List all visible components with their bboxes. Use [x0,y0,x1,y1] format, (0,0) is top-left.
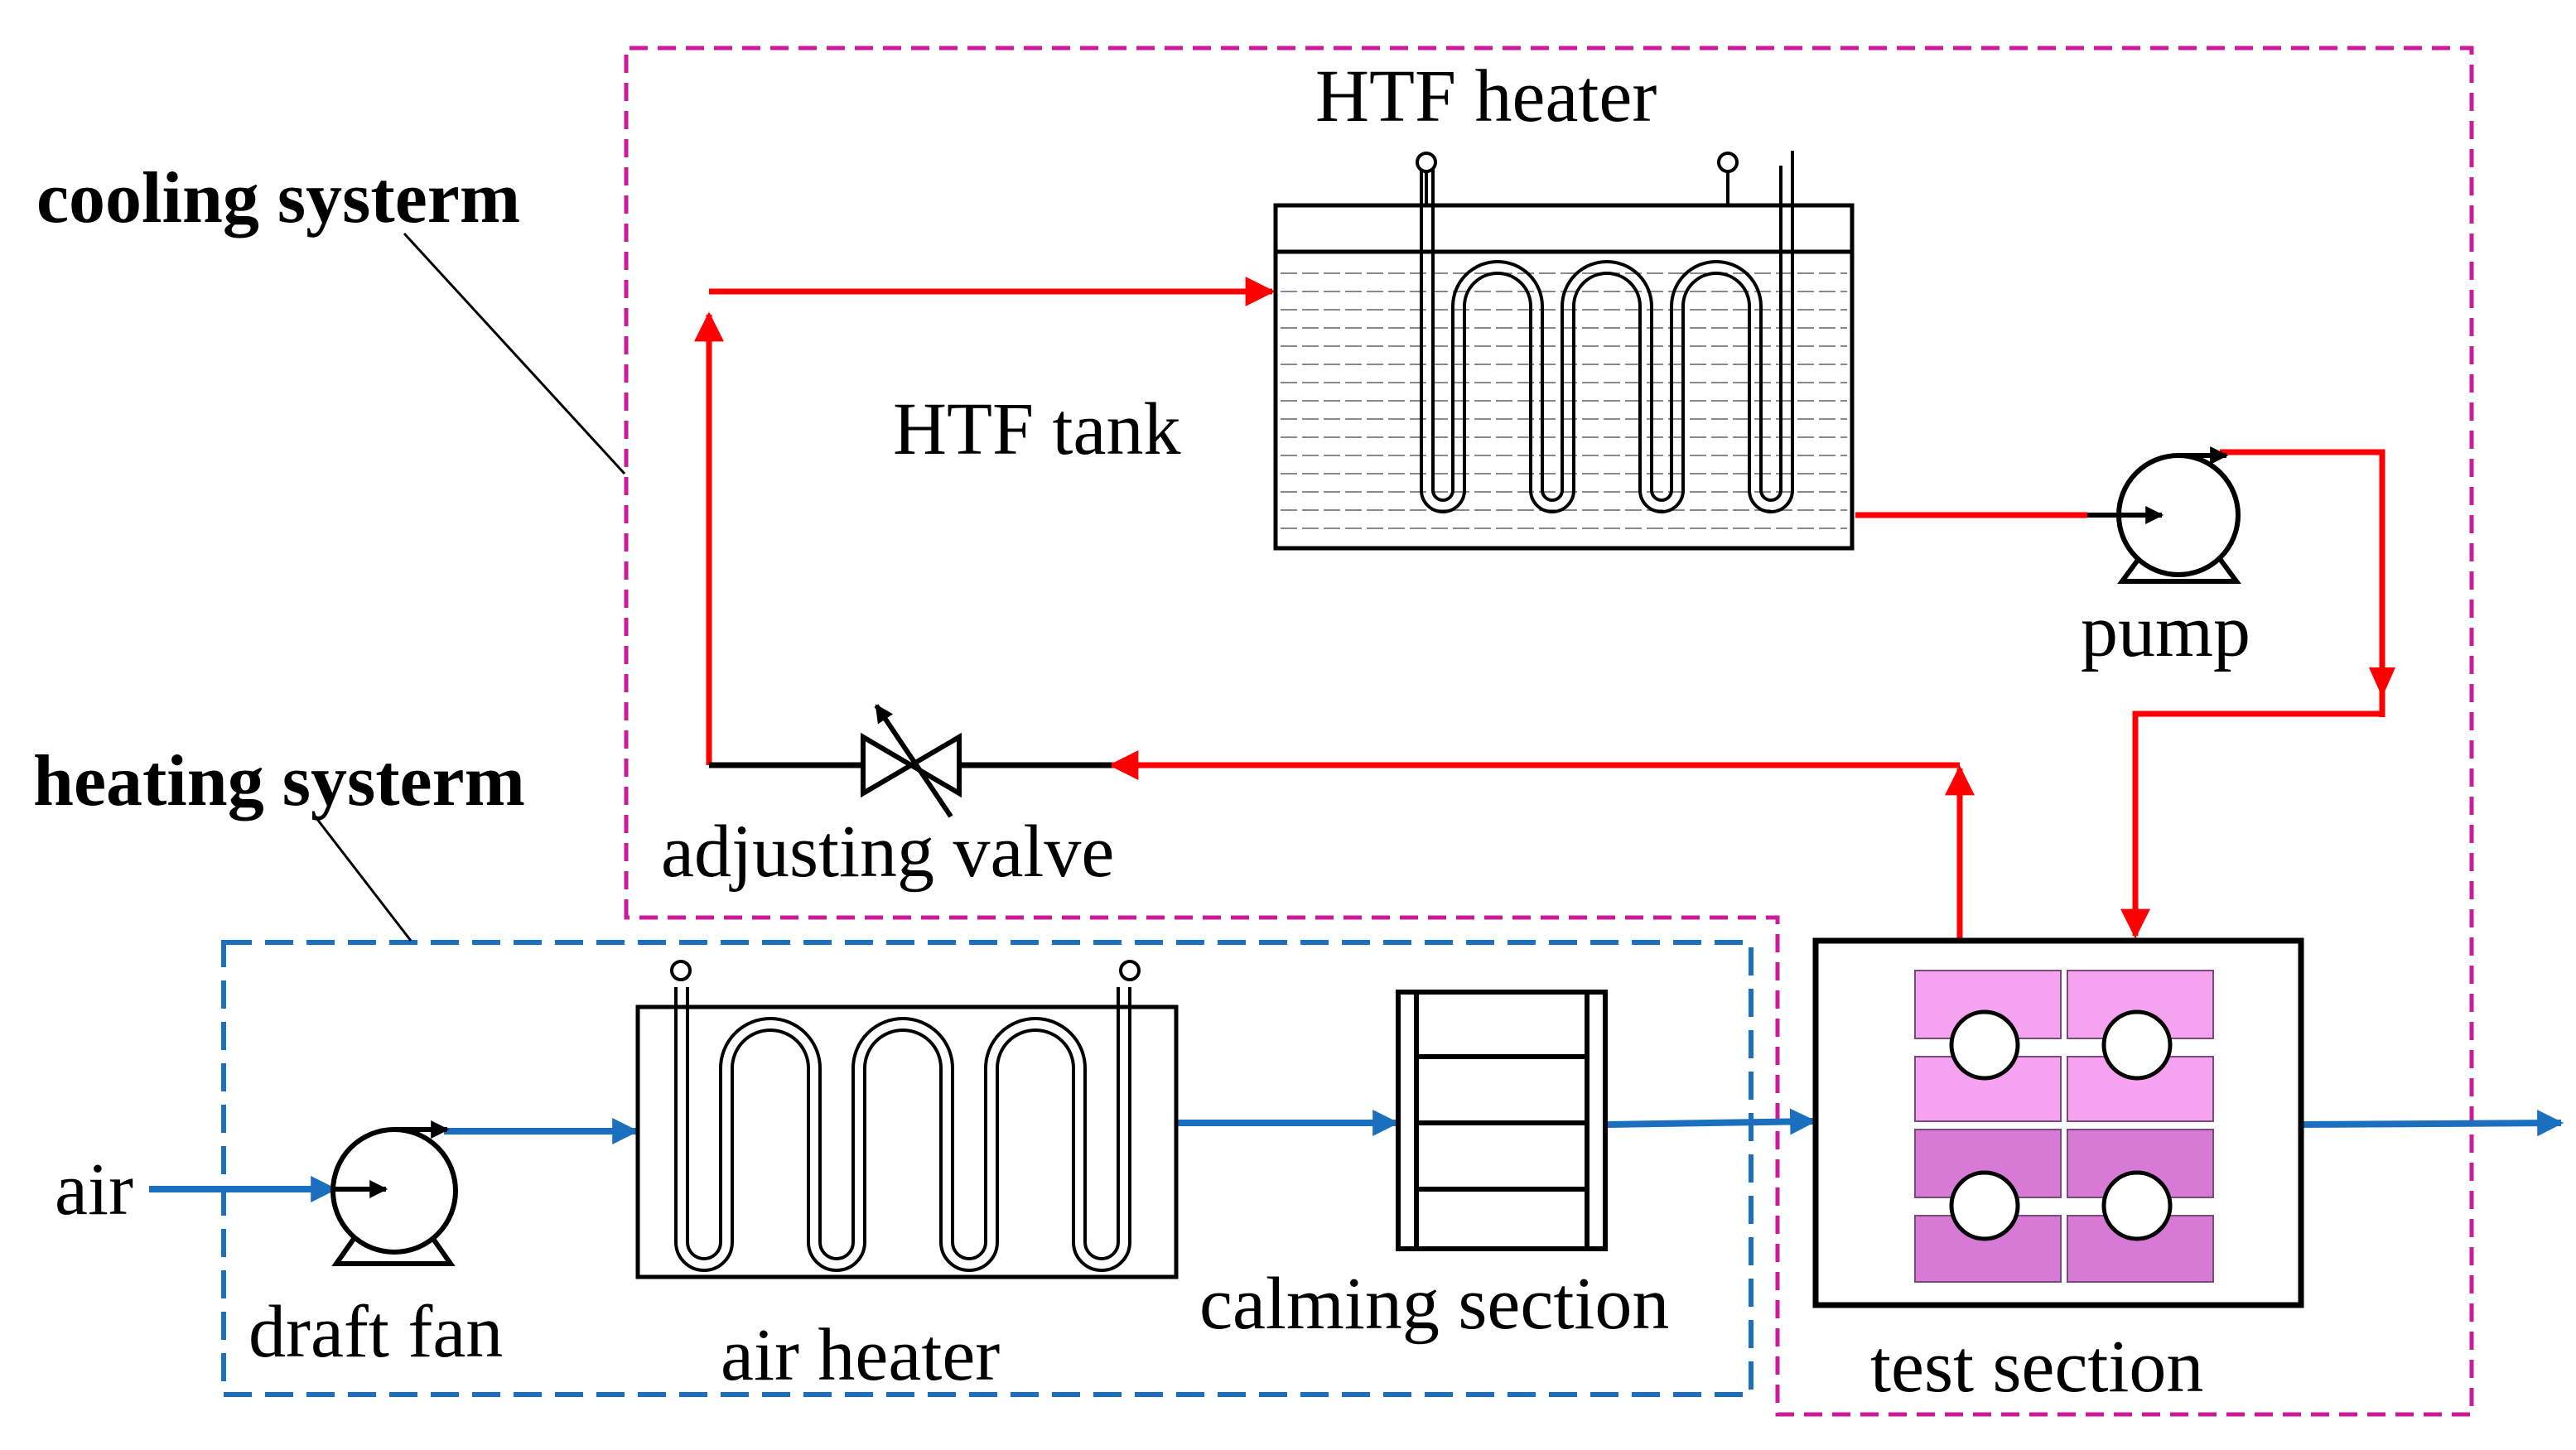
heating-system-boundary [221,940,1754,1397]
adjusting-valve-label: adjusting valve [661,811,1114,893]
draft-fan-label: draft fan [248,1291,503,1373]
air-flow-piping [149,1108,2564,1202]
valve-icon [861,704,962,818]
cooling-system-label: cooling systerm [36,158,520,238]
heater-coil-icon [1416,151,1794,513]
air-heater-label: air heater [721,1314,1000,1396]
test-section-label: test section [1870,1326,2203,1408]
calming-section-label: calming section [1199,1263,1669,1345]
calming-section-icon [1396,990,1608,1251]
htf-heater-label: HTF heater [1315,55,1657,137]
cooling-system-boundary [624,46,2474,1417]
heating-system-label: heating systerm [33,741,525,821]
air-label: air [55,1149,133,1231]
heater-coil-icon [670,960,1141,1272]
fan-icon [330,1120,458,1266]
htf-loop-piping [694,277,2385,941]
htf-tank-label: HTF tank [893,388,1180,470]
heating-label-leader [315,817,412,942]
test-tubes [1949,1009,2173,1241]
pump-icon [2087,446,2241,584]
cooling-label-leader [403,232,626,475]
pump-label: pump [2081,590,2250,672]
htf-tank [1273,151,1855,551]
test-section [1812,937,2304,1308]
air-heater [635,960,1179,1279]
htf-downflow-arrow [2369,667,2395,697]
